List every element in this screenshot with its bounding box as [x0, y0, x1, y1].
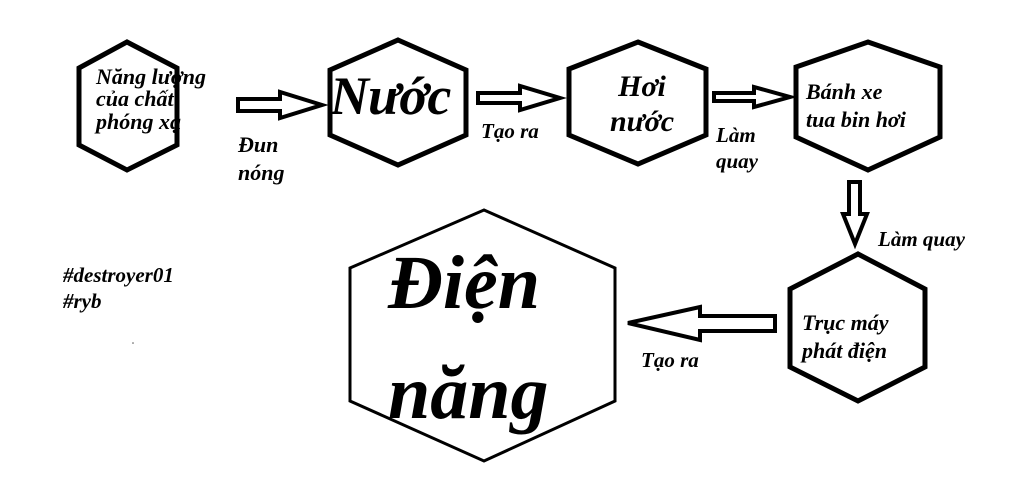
stray-dot	[132, 342, 134, 344]
edge-5-label: Tạo ra	[641, 348, 699, 372]
node-3-label: Hơi nước	[598, 70, 686, 139]
node-1-line-2: của chất	[96, 86, 174, 112]
node-4-line-1: Bánh xe	[806, 79, 883, 104]
node-4-label: Bánh xe tua bin hơi	[806, 78, 906, 133]
arrow-3-to-4	[712, 84, 798, 110]
node-5-label: Trục máy phát điện	[802, 309, 889, 364]
arrow-2-to-3	[476, 83, 567, 113]
edge-4-label: Làm quay	[878, 227, 965, 251]
node-3-line-1: Hơi	[618, 70, 666, 103]
arrow-5-to-6	[627, 304, 777, 343]
hexagon-node-4	[793, 39, 943, 173]
node-4-line-2: tua bin hơi	[806, 106, 906, 132]
hashtag-ryb: #ryb	[63, 289, 102, 314]
hexagon-node-3	[566, 39, 709, 167]
edge-1-label: Đun nóng	[238, 131, 284, 186]
edge-1-line-1: Đun	[238, 132, 279, 157]
node-5-line-1: Trục máy	[802, 310, 889, 335]
edge-3-line-1: Làm	[716, 123, 756, 147]
node-6-line-1: Điện	[388, 241, 540, 325]
edge-3-line-2: quay	[716, 149, 758, 174]
node-1-line-1: Năng lượng	[96, 64, 206, 89]
arrow-1-to-2	[236, 89, 329, 121]
arrow-4-to-5	[840, 180, 870, 250]
edge-1-line-2: nóng	[238, 159, 285, 185]
edge-3-label: Làm quay	[716, 122, 758, 175]
node-6-label: Điện năng	[388, 228, 549, 448]
node-2-label: Nước	[330, 66, 451, 126]
edge-2-label: Tạo ra	[481, 119, 539, 143]
hexagon-node-2	[327, 37, 469, 168]
hexagon-node-6	[348, 208, 617, 463]
node-5-line-2: phát điện	[802, 337, 887, 363]
node-6-line-2: năng	[388, 351, 549, 436]
hexagon-node-5	[787, 251, 928, 404]
hexagon-node-1	[76, 39, 180, 173]
node-1-line-3: phóng xạ	[96, 108, 181, 134]
node-3-line-2: nước	[609, 104, 675, 138]
node-1-label: Năng lượng của chất phóng xạ	[96, 64, 206, 134]
hashtag-destroyer01: #destroyer01	[63, 263, 174, 287]
hashtags: #destroyer01 #ryb	[63, 262, 174, 315]
